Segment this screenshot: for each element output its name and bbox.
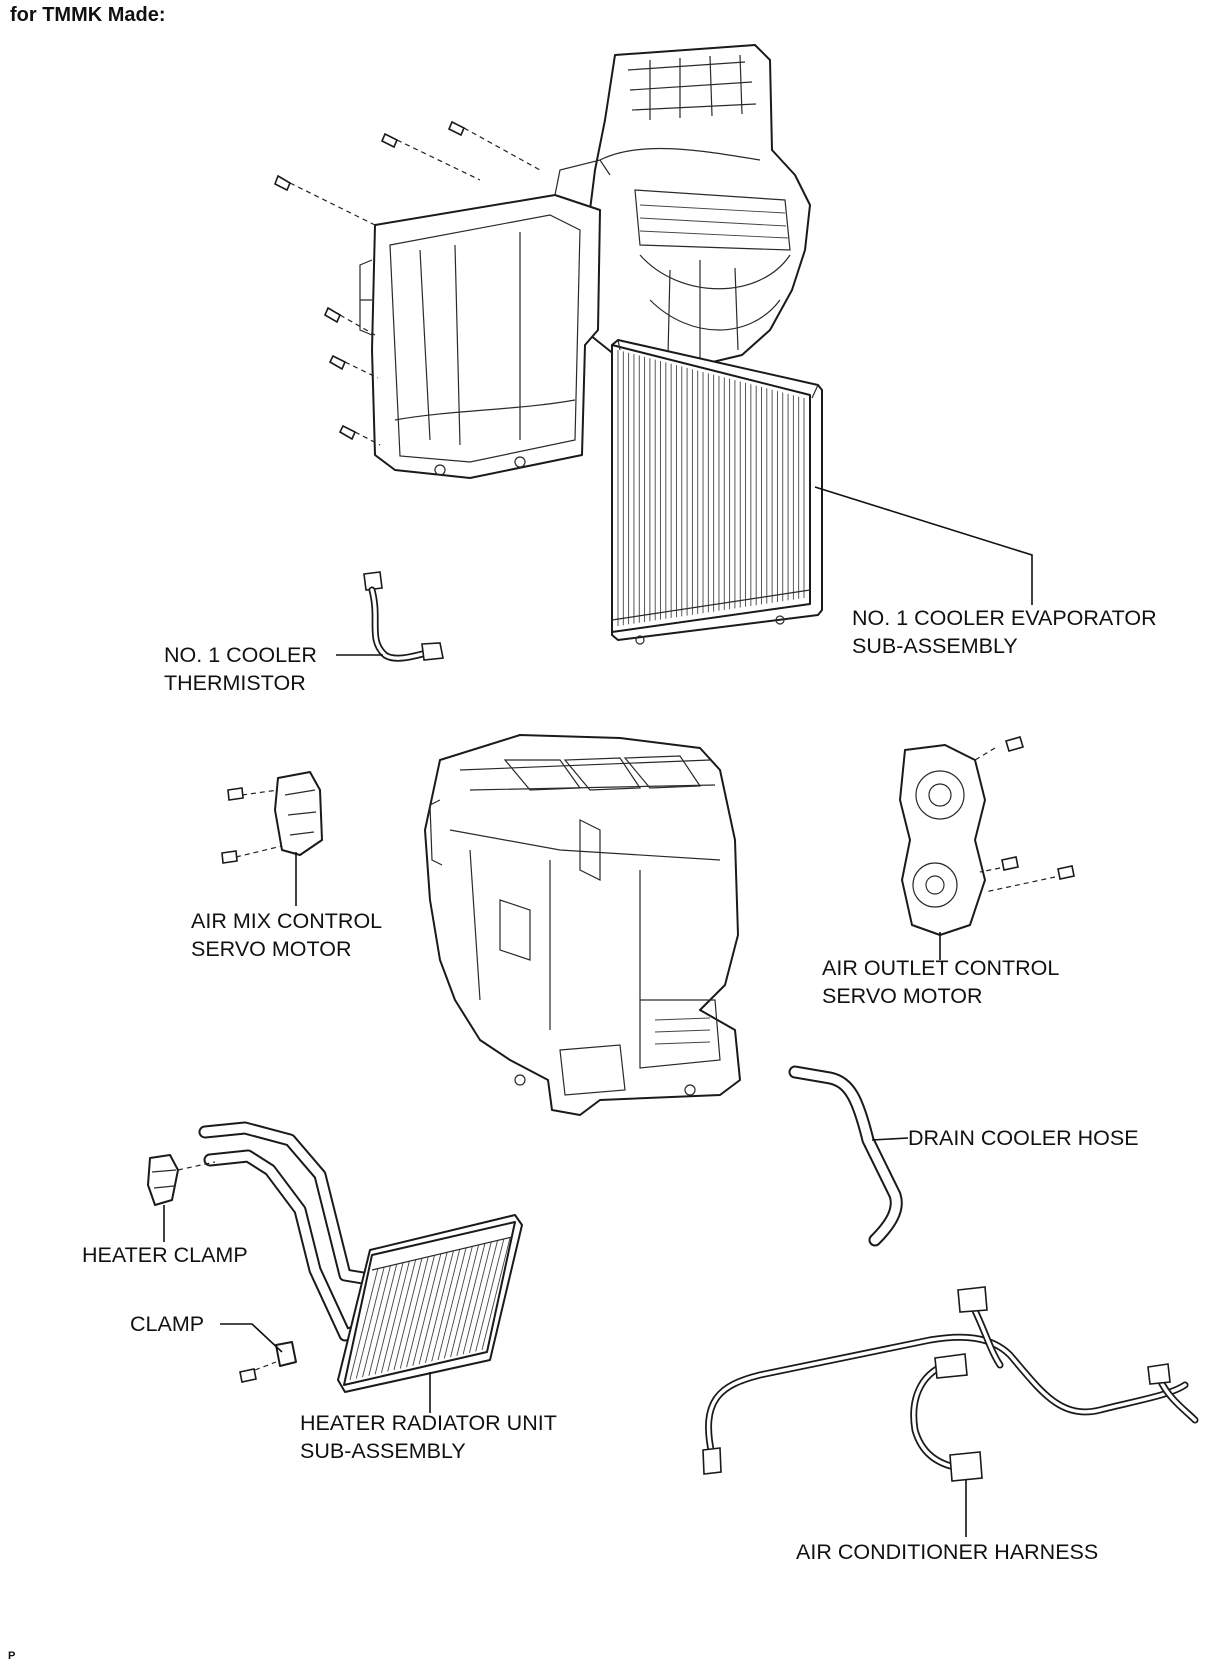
heater-radiator-fin — [380, 1260, 410, 1373]
drain-hose-leader — [871, 1137, 909, 1141]
heater-radiator-fin — [450, 1245, 480, 1358]
heater-radiator-fin — [374, 1262, 404, 1375]
drain-cooler-hose — [788, 1065, 903, 1247]
heater-radiator-fin — [456, 1243, 486, 1356]
heater-radiator-unit — [198, 1121, 523, 1393]
air-outlet-servo-motor — [899, 736, 1075, 936]
clamp-leader — [220, 1323, 283, 1353]
figure-code: P — [8, 1650, 16, 1662]
label-heater-radiator-line1: HEATER RADIATOR UNIT — [300, 1411, 557, 1435]
heater-radiator-fin — [437, 1247, 467, 1361]
screw-set-upper — [273, 120, 541, 446]
heater-radiator-fin — [424, 1250, 454, 1363]
label-thermistor-line1: NO. 1 COOLER — [164, 643, 317, 667]
heater-radiator-fin — [399, 1256, 429, 1369]
label-harness: AIR CONDITIONER HARNESS — [796, 1540, 1099, 1564]
evaporator-core — [611, 339, 823, 645]
heater-radiator-fin — [355, 1266, 385, 1379]
evaporator-leader — [814, 486, 1033, 605]
heater-radiator-fin — [468, 1240, 498, 1353]
heater-radiator-fin — [418, 1252, 448, 1365]
label-thermistor-line2: THERMISTOR — [164, 671, 306, 695]
heater-radiator-fin — [412, 1253, 442, 1366]
cooler-thermistor — [363, 571, 444, 662]
label-evaporator-line1: NO. 1 COOLER EVAPORATOR — [852, 606, 1157, 630]
heater-clamp — [147, 1154, 216, 1206]
heater-radiator-fin — [481, 1237, 511, 1351]
heater-radiator-fin — [406, 1255, 436, 1368]
label-air-mix-line2: SERVO MOTOR — [191, 937, 352, 961]
main-heater-case — [424, 734, 741, 1116]
heater-radiator-fin — [393, 1257, 423, 1371]
heater-radiator-fin — [431, 1249, 461, 1362]
label-air-outlet-line1: AIR OUTLET CONTROL — [822, 956, 1060, 980]
small-clamp — [239, 1341, 297, 1383]
label-air-mix-line1: AIR MIX CONTROL — [191, 909, 383, 933]
heater-radiator-fin — [349, 1267, 379, 1381]
heater-radiator-fin — [443, 1246, 473, 1359]
label-air-outlet-line2: SERVO MOTOR — [822, 984, 983, 1008]
heater-radiator-fin — [362, 1265, 392, 1378]
heater-radiator-fin — [462, 1242, 492, 1355]
heater-radiator-fin — [475, 1239, 505, 1352]
upper-case-blower-assembly — [273, 44, 811, 479]
label-heater-clamp: HEATER CLAMP — [82, 1243, 248, 1267]
page-header: for TMMK Made: — [10, 4, 166, 26]
label-heater-radiator-line2: SUB-ASSEMBLY — [300, 1439, 466, 1463]
air-mix-servo-motor — [221, 771, 323, 864]
label-clamp: CLAMP — [130, 1312, 205, 1336]
label-drain-hose: DRAIN COOLER HOSE — [908, 1126, 1139, 1150]
air-conditioner-harness — [702, 1286, 1199, 1482]
label-evaporator-line2: SUB-ASSEMBLY — [852, 634, 1018, 658]
heater-radiator-fin — [387, 1259, 417, 1372]
heater-radiator-fin — [368, 1263, 398, 1376]
